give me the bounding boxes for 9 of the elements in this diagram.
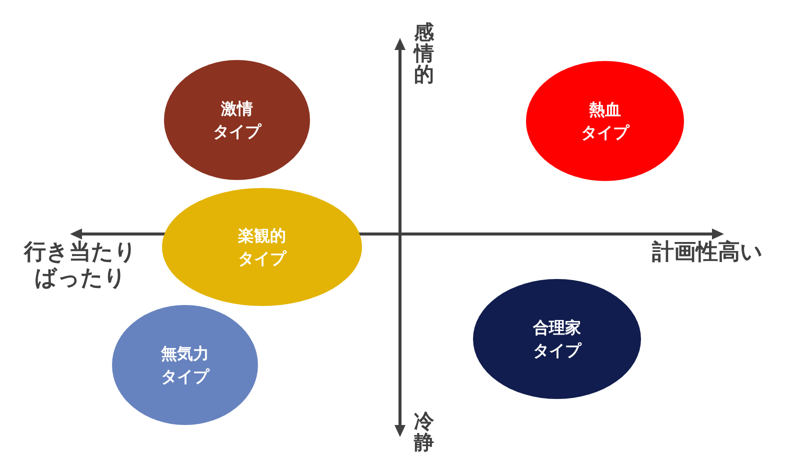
axis-label: 計画性高い: [652, 240, 763, 266]
type-label: 無気力タイプ: [161, 343, 209, 388]
type-label: 激情タイプ: [213, 98, 261, 143]
type-label: 熱血タイプ: [581, 99, 629, 144]
axis-label: 感情的: [414, 22, 434, 85]
type-label: 楽観的タイプ: [238, 225, 286, 270]
axis-label: 冷静: [414, 411, 434, 453]
type-label: 合理家タイプ: [533, 317, 581, 362]
axis-label: 行き当たりばったり: [22, 240, 138, 292]
